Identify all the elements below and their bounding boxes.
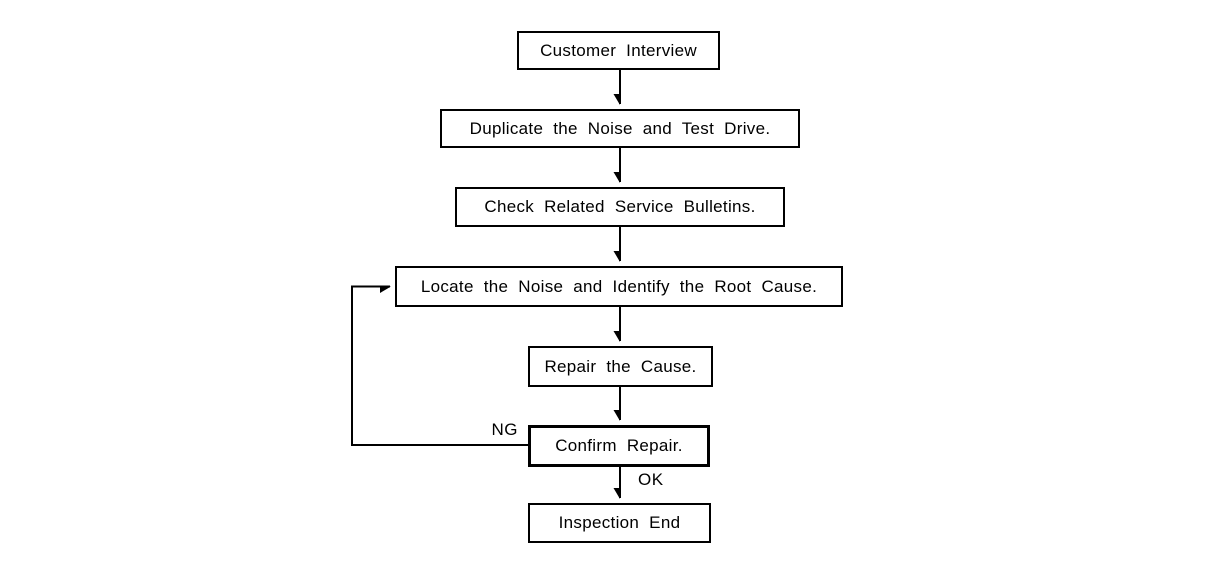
edge-label-ng: NG [491, 420, 518, 439]
flow-node-inspection-end: Inspection End [528, 503, 711, 543]
feedback-loop-ng [351, 285, 528, 446]
flow-node-repair-cause: Repair the Cause. [528, 346, 713, 387]
flow-node-locate-noise-root-cause: Locate the Noise and Identify the Root C… [395, 266, 843, 307]
flow-node-customer-interview: Customer Interview [517, 31, 720, 70]
flow-node-duplicate-noise-test-drive: Duplicate the Noise and Test Drive. [440, 109, 800, 148]
edge-label-ok: OK [638, 470, 664, 489]
flow-node-confirm-repair: Confirm Repair. [528, 425, 710, 467]
flow-node-check-service-bulletins: Check Related Service Bulletins. [455, 187, 785, 227]
